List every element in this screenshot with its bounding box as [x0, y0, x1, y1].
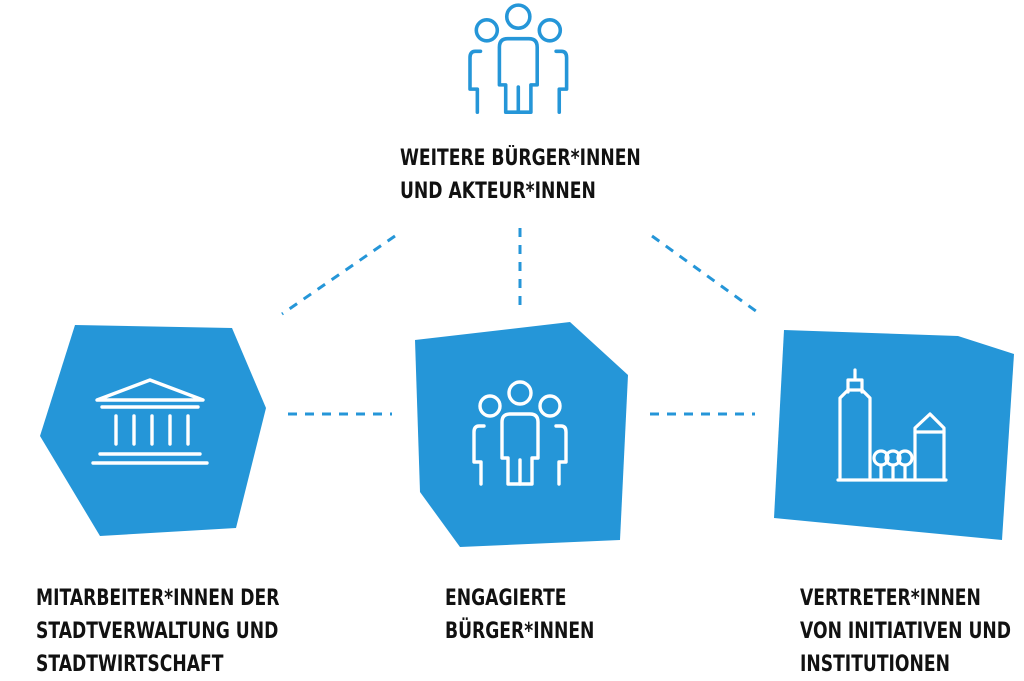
- label-line: WEITERE BÜRGER*INNEN: [400, 146, 641, 171]
- city-hall-icon: [91, 378, 209, 465]
- node-right-shape: [774, 330, 1014, 540]
- label-line: VERTRETER*INNEN: [800, 586, 981, 611]
- label-line: INSTITUTIONEN: [800, 652, 950, 677]
- people-group-icon: [472, 380, 568, 486]
- node-label-center: ENGAGIERTE BÜRGER*INNEN: [445, 582, 594, 648]
- people-group-icon: [468, 3, 569, 114]
- label-line: BÜRGER*INNEN: [445, 619, 595, 644]
- node-label-top: WEITERE BÜRGER*INNEN UND AKTEUR*INNEN: [400, 142, 641, 208]
- node-center-shape: [415, 322, 628, 547]
- label-line: VON INITIATIVEN UND: [800, 619, 1012, 644]
- node-label-right: VERTRETER*INNEN VON INITIATIVEN UND INST…: [800, 582, 1011, 681]
- label-line: UND AKTEUR*INNEN: [400, 179, 596, 204]
- label-line: ENGAGIERTE: [445, 586, 567, 611]
- connector-top-right: [651, 234, 761, 316]
- label-line: STADTVERWALTUNG UND: [36, 619, 279, 644]
- node-label-left: MITARBEITER*INNEN DER STADTVERWALTUNG UN…: [36, 582, 279, 681]
- city-buildings-icon: [836, 368, 948, 482]
- connector-top-left: [281, 234, 396, 316]
- connectors: [281, 228, 761, 416]
- label-line: STADTWIRTSCHAFT: [36, 652, 224, 677]
- label-line: MITARBEITER*INNEN DER: [36, 586, 280, 611]
